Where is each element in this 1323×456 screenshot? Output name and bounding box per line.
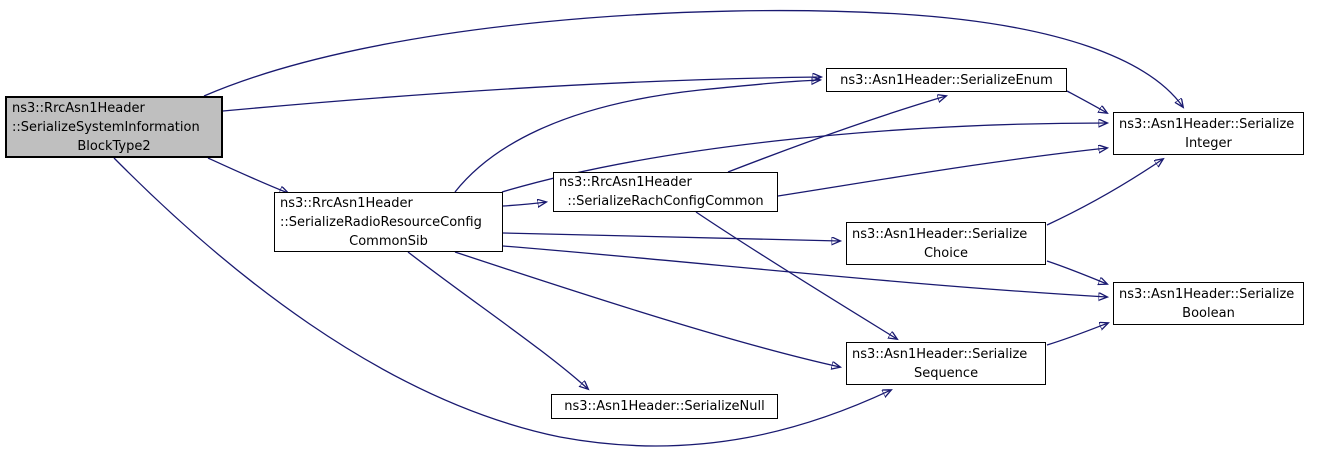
edge-commonsib-to-choice (502, 232, 840, 241)
node-serialize-choice[interactable]: ns3::Asn1Header::Serialize Choice (846, 222, 1046, 265)
edge-sysinfo-to-sequence (113, 157, 891, 447)
edge-sysinfo-to-integer (203, 9, 1183, 107)
edge-sysinfo-to-enum (222, 77, 821, 112)
edge-commonsib-to-boolean (502, 245, 1107, 297)
node-label-line: BlockType2 (77, 138, 151, 154)
edge-enum-to-integer (1066, 90, 1107, 113)
edge-commonsib-to-rach (502, 202, 546, 206)
node-serialize-radio-resource-config-common-sib[interactable]: ns3::RrcAsn1Header ::SerializeRadioResou… (274, 192, 503, 252)
node-label-line: ns3::Asn1Header::Serialize (1119, 116, 1295, 132)
node-label-line: ns3::Asn1Header::SerializeEnum (840, 72, 1053, 88)
node-label-line: Sequence (913, 365, 979, 381)
node-serialize-system-information-block-type2[interactable]: ns3::RrcAsn1Header ::SerializeSystemInfo… (5, 96, 223, 158)
edge-rach-to-integer (777, 148, 1107, 197)
edge-rach-to-sequence (695, 211, 897, 339)
edge-commonsib-to-null (407, 251, 588, 389)
node-label-line: ns3::Asn1Header::Serialize (1119, 286, 1295, 302)
node-serialize-rach-config-common[interactable]: ns3::RrcAsn1Header ::SerializeRachConfig… (553, 172, 778, 212)
node-label-line: ns3::Asn1Header::SerializeNull (564, 399, 765, 414)
node-serialize-sequence[interactable]: ns3::Asn1Header::Serialize Sequence (846, 342, 1046, 385)
node-label-line: ::SerializeRachConfigCommon (567, 194, 764, 209)
node-label-line: Integer (1185, 135, 1232, 151)
edge-choice-to-boolean (1046, 260, 1107, 284)
edge-choice-to-integer (1046, 159, 1163, 226)
node-label-line: ns3::RrcAsn1Header (12, 100, 145, 116)
node-label-line: Choice (923, 245, 969, 261)
node-label-line: Boolean (1182, 305, 1235, 321)
edge-sysinfo-to-commonsib (207, 157, 288, 193)
node-label-line: ns3::Asn1Header::Serialize (852, 346, 1028, 362)
node-label-line: ::SerializeRadioResourceConfig (280, 214, 482, 230)
edge-rach-to-enum (727, 96, 946, 173)
node-label-line: ns3::Asn1Header::Serialize (852, 226, 1028, 242)
edge-commonsib-to-enum (454, 80, 820, 193)
edge-commonsib-to-sequence (454, 251, 840, 367)
node-label-line: ns3::RrcAsn1Header (280, 195, 413, 211)
node-serialize-boolean[interactable]: ns3::Asn1Header::Serialize Boolean (1113, 282, 1304, 325)
node-label-line: ns3::RrcAsn1Header (559, 175, 692, 190)
node-serialize-null[interactable]: ns3::Asn1Header::SerializeNull (551, 394, 778, 419)
node-serialize-enum[interactable]: ns3::Asn1Header::SerializeEnum (826, 68, 1067, 92)
node-serialize-integer[interactable]: ns3::Asn1Header::Serialize Integer (1113, 112, 1304, 155)
node-label-line: ::SerializeSystemInformation (12, 119, 200, 135)
node-label-line: CommonSib (349, 233, 428, 249)
edge-sequence-to-boolean (1046, 323, 1108, 346)
